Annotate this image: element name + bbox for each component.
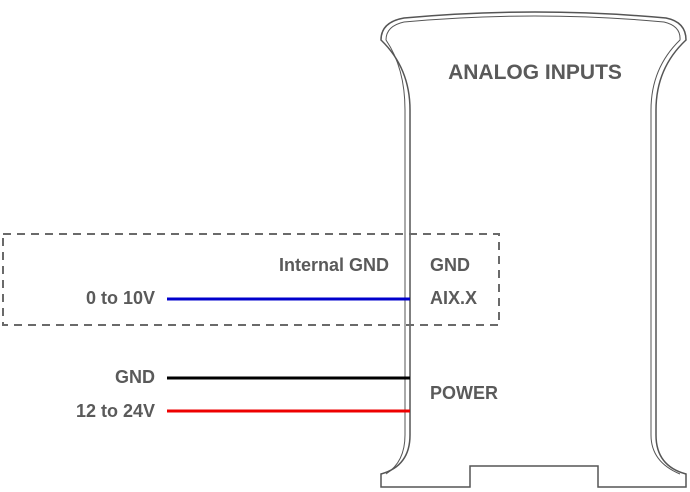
device-inner-outline (385, 15, 681, 475)
gnd-wire-label: GND (115, 367, 155, 387)
signal-range-label: 0 to 10V (86, 288, 155, 308)
terminal-power-label: POWER (430, 383, 498, 403)
internal-gnd-label: Internal GND (279, 255, 389, 275)
supply-voltage-label: 12 to 24V (76, 401, 155, 421)
device-housing (380, 11, 687, 488)
terminal-aix-label: AIX.X (430, 288, 477, 308)
terminal-gnd-label: GND (430, 255, 470, 275)
device-outer-outline (380, 11, 687, 488)
internal-gnd-box (2, 233, 500, 326)
device-title: ANALOG INPUTS (448, 61, 622, 84)
